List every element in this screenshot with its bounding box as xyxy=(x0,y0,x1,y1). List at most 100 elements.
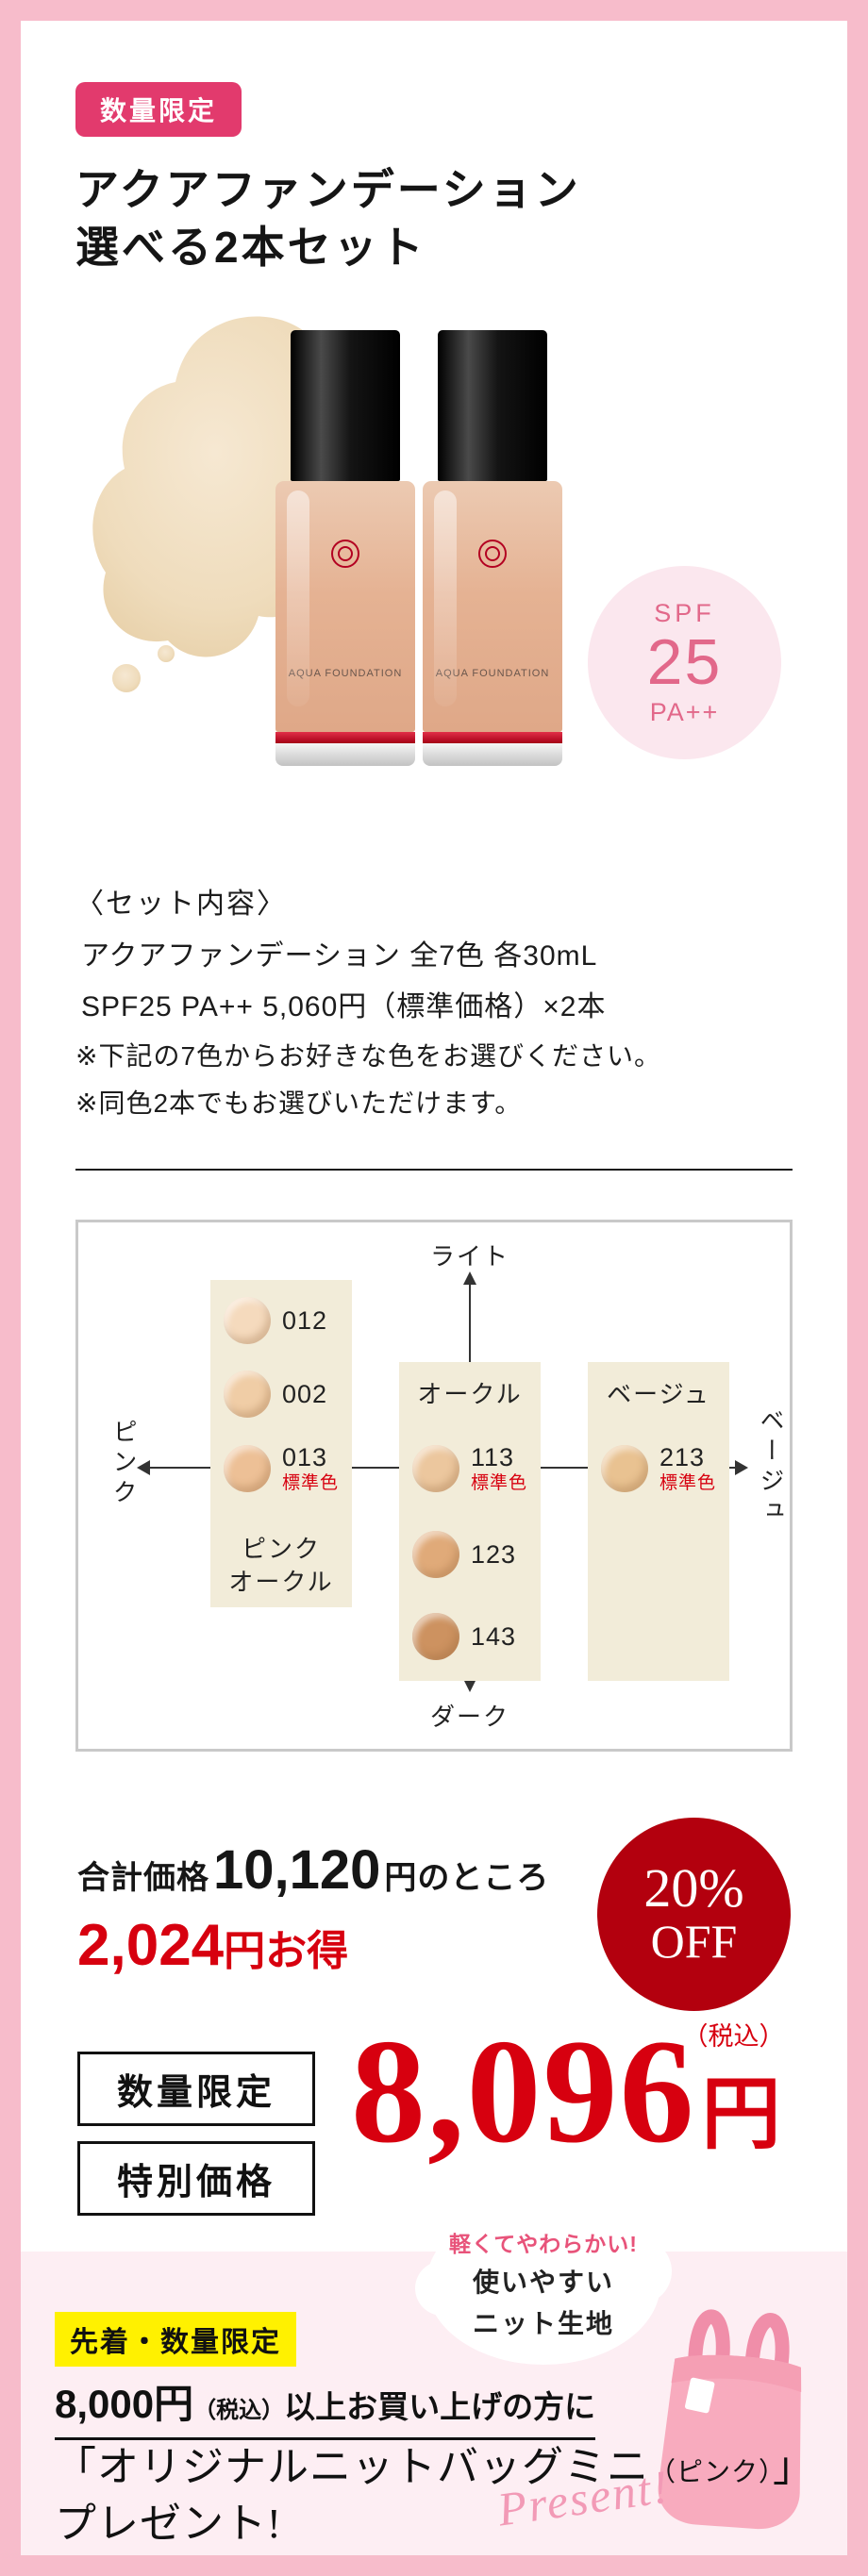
title-line2: 選べる2本セット xyxy=(75,222,426,272)
color-swatch xyxy=(601,1445,648,1493)
divider xyxy=(75,1168,793,1171)
standard-color-label: 標準色 xyxy=(282,1473,340,1494)
color-swatch xyxy=(224,1296,271,1344)
savings-amount: 2,024 xyxy=(77,1912,225,1978)
set-contents-note: ※下記の7色からお好きな色をお選びください。 xyxy=(75,1040,662,1071)
bottle-pair: AQUA FOUNDATION AQUA FOUNDATION xyxy=(275,330,562,767)
swatch-code: 002 xyxy=(282,1379,328,1408)
speech-bubble: 軽くてやわらかい! 使いやすい ニット生地 xyxy=(415,2202,672,2365)
swatch-code: 143 xyxy=(471,1621,517,1651)
brand-logo-icon xyxy=(478,540,507,569)
set-contents-note: ※同色2本でもお選びいただけます。 xyxy=(75,1088,523,1118)
brand-logo-icon xyxy=(331,540,359,569)
gift-color-note: （ピンク） xyxy=(649,2458,774,2487)
swatch-code: 013 xyxy=(282,1442,328,1471)
set-contents-line: アクアファンデーション 全7色 各30mL xyxy=(81,939,598,972)
swatch-code: 213 xyxy=(659,1442,706,1471)
color-swatch xyxy=(412,1612,459,1660)
standard-color-label: 標準色 xyxy=(471,1473,528,1494)
discount-badge: 20% OFF xyxy=(597,1817,791,2011)
discount-percent: 20% xyxy=(643,1856,744,1919)
swatch-row-123: 123 xyxy=(412,1530,517,1578)
special-price-box: 特別価格 xyxy=(77,2140,315,2216)
bubble-line1: 軽くてやわらかい! xyxy=(449,2232,638,2256)
bottle-red-ring xyxy=(423,732,562,744)
group-label-beige: ベージュ xyxy=(607,1379,710,1408)
savings-line: 2,024円お得 xyxy=(77,1912,348,1979)
gift-item-name: 「オリジナルニットバッグミニ（ピンク）」 xyxy=(55,2433,815,2493)
color-swatch xyxy=(412,1530,459,1578)
savings-suffix: 円お得 xyxy=(224,1927,349,1974)
price-number: 8,096 xyxy=(351,2008,696,2174)
bottle-label: AQUA FOUNDATION xyxy=(435,668,550,680)
color-swatch xyxy=(224,1370,271,1418)
page-title: アクアファンデーション 選べる2本セット xyxy=(75,161,793,275)
bottle-red-ring xyxy=(275,732,415,744)
bottle-cap xyxy=(291,330,400,482)
quote-open: 「 xyxy=(55,2444,97,2490)
pink-ochre-group: 012 002 013 標準色 ピンク オークル xyxy=(210,1279,352,1607)
product-image: AQUA FOUNDATION AQUA FOUNDATION SPF xyxy=(75,302,793,830)
foundation-bottle-left: AQUA FOUNDATION xyxy=(275,330,415,767)
spf-label: SPF xyxy=(654,599,715,628)
swatch-row-012: 012 xyxy=(224,1296,328,1344)
set-contents: 〈セット内容〉 アクアファンデーション 全7色 各30mL SPF25 PA++… xyxy=(75,887,793,1120)
spf-value: 25 xyxy=(646,626,723,699)
bottle-base xyxy=(423,743,562,767)
color-swatch xyxy=(412,1445,459,1493)
first-come-badge: 先着・数量限定 xyxy=(55,2312,296,2367)
color-swatch xyxy=(224,1445,271,1493)
bottle-base xyxy=(275,743,415,767)
bottle-body: AQUA FOUNDATION xyxy=(275,481,415,733)
spf-badge: SPF 25 PA++ xyxy=(588,566,781,760)
total-amount: 10,120 xyxy=(213,1838,381,1901)
axis-label-light: ライト xyxy=(429,1241,509,1271)
set-contents-line: SPF25 PA++ 5,060円（標準価格）×2本 xyxy=(81,991,607,1023)
bottle-cap xyxy=(438,330,547,482)
swatch-row-113: 113 標準色 xyxy=(412,1444,527,1493)
condition-text: 以上お買い上げの方に xyxy=(284,2389,596,2424)
foundation-bottle-right: AQUA FOUNDATION xyxy=(423,330,562,767)
gift-present-line: プレゼント! xyxy=(55,2501,282,2547)
limited-quantity-badge: 数量限定 xyxy=(75,82,242,137)
bubble-line3: ニット生地 xyxy=(472,2309,614,2338)
title-line1: アクアファンデーション xyxy=(75,165,581,214)
swatch-code: 113 xyxy=(471,1442,515,1471)
swatch-code: 012 xyxy=(282,1305,328,1335)
gift-condition: 8,000円（税込）以上お買い上げの方に xyxy=(55,2372,596,2440)
group-label-ochre: オークル xyxy=(417,1379,523,1408)
quote-close: 」 xyxy=(773,2444,816,2490)
condition-amount: 8,000円 xyxy=(55,2382,194,2426)
axis-label-beige: ベージュ xyxy=(757,1406,785,1528)
total-prefix: 合計価格 xyxy=(77,1859,209,1896)
price-unit: 円 xyxy=(701,2070,781,2159)
swatch-row-213: 213 標準色 xyxy=(601,1444,716,1493)
swatch-row-002: 002 xyxy=(224,1370,328,1418)
color-map: ライト ダーク ピンク ベージュ 012 002 013 標準色 xyxy=(75,1219,793,1752)
group-label-pink-ochre: ピンク オークル xyxy=(228,1534,334,1597)
price-badges: 数量限定 特別価格 xyxy=(77,2051,315,2216)
set-contents-heading: 〈セット内容〉 xyxy=(75,889,287,921)
ochre-group: オークル 113 標準色 123 143 xyxy=(399,1361,541,1681)
swatch-row-013: 013 標準色 xyxy=(224,1444,339,1493)
limited-quantity-box: 数量限定 xyxy=(77,2051,315,2126)
beige-group: ベージュ 213 標準色 xyxy=(588,1361,729,1681)
condition-tax-note: （税込） xyxy=(193,2398,285,2423)
gift-section: 軽くてやわらかい! 使いやすい ニット生地 先着・数量限定 8,000円（税込）… xyxy=(21,2202,847,2555)
main-content: 数量限定 アクアファンデーション 選べる2本セット xyxy=(21,21,847,2252)
tax-included-note: （税込） xyxy=(682,2021,785,2051)
standard-color-label: 標準色 xyxy=(659,1473,717,1494)
gift-name: オリジナルニットバッグミニ xyxy=(97,2444,649,2490)
axis-label-dark: ダーク xyxy=(429,1702,509,1731)
total-suffix: 円のところ xyxy=(384,1859,550,1896)
swatch-code: 123 xyxy=(471,1539,517,1569)
bubble-line2: 使いやすい xyxy=(472,2268,614,2297)
knit-bag-image xyxy=(658,2309,802,2529)
bottle-label: AQUA FOUNDATION xyxy=(288,668,403,680)
swatch-row-143: 143 xyxy=(412,1612,517,1660)
bottle-body: AQUA FOUNDATION xyxy=(423,481,562,733)
discount-off-label: OFF xyxy=(650,1914,738,1968)
